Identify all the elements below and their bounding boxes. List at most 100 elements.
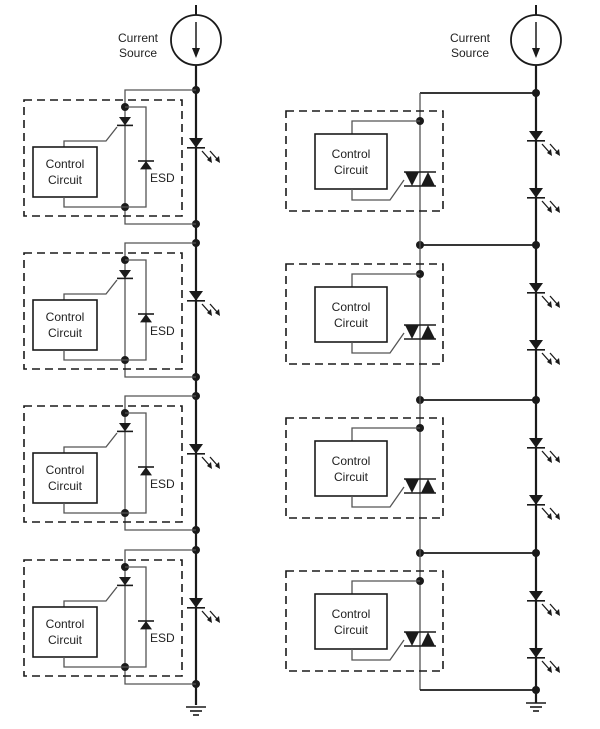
light-arrow-icon	[547, 666, 552, 673]
light-arrow-icon	[555, 456, 560, 463]
gate-wire	[63, 432, 118, 453]
thyristor-icon	[119, 270, 131, 279]
triac-icon	[405, 172, 419, 186]
led-icon	[529, 340, 543, 350]
light-arrow-icon	[547, 609, 552, 616]
bypass-wire	[124, 549, 196, 685]
dashed-module-box	[285, 110, 444, 212]
light-arrow-icon	[555, 301, 560, 308]
control-label-line1: Control	[45, 157, 85, 171]
esd-branch-wire	[125, 106, 147, 208]
control-circuit-box	[314, 440, 388, 497]
led-icon	[189, 444, 203, 454]
control-label-line2: Circuit	[333, 469, 368, 484]
control-label-line2: Circuit	[333, 162, 368, 177]
control-label-line2: Circuit	[47, 479, 82, 493]
junction-dot	[532, 686, 540, 694]
control-label-line2: Circuit	[333, 315, 368, 330]
control-circuit-box	[32, 299, 98, 351]
esd-diode-icon	[140, 161, 152, 170]
control-label-line1: Control	[45, 310, 85, 324]
control-circuit-box	[314, 133, 388, 190]
control-label-line1: Control	[331, 146, 371, 161]
light-arrow-icon	[555, 206, 560, 213]
dashed-module-box	[23, 99, 183, 217]
right-current-source-label: Current Source	[440, 31, 500, 61]
gate-wire	[351, 332, 405, 354]
light-arrow-icon	[207, 156, 212, 163]
light-arrow-icon	[547, 513, 552, 520]
bypass-wire	[124, 89, 196, 225]
gate-wire	[63, 126, 118, 147]
dashed-module-box	[285, 570, 444, 672]
led-icon	[529, 438, 543, 448]
control-label-line1: Control	[331, 453, 371, 468]
control-label-line2: Circuit	[333, 622, 368, 637]
led-icon	[529, 648, 543, 658]
triac-icon	[405, 479, 419, 493]
triac-icon	[421, 325, 435, 339]
light-arrow-icon	[555, 149, 560, 156]
left-source-label-line1: Current	[117, 31, 158, 45]
light-arrow-icon	[547, 358, 552, 365]
light-arrow-icon	[547, 149, 552, 156]
esd-branch-wire	[125, 412, 147, 514]
current-arrow-head	[192, 48, 200, 58]
gate-wire	[351, 179, 405, 201]
control-circuit-box	[314, 593, 388, 650]
light-arrow-icon	[215, 616, 220, 623]
thyristor-icon	[119, 117, 131, 126]
control-supply-wire	[351, 120, 420, 134]
bypass-wire	[124, 395, 196, 531]
dashed-module-box	[23, 252, 183, 370]
control-label-line2: Circuit	[47, 326, 82, 340]
dashed-module-box	[285, 417, 444, 519]
control-label-line1: Control	[331, 299, 371, 314]
esd-branch-wire	[125, 566, 147, 668]
light-arrow-icon	[207, 462, 212, 469]
led-icon	[189, 598, 203, 608]
control-circuit-box	[32, 452, 98, 504]
light-arrow-icon	[215, 462, 220, 469]
control-circuit-box	[32, 606, 98, 658]
control-supply-wire	[351, 427, 420, 441]
control-return-wire	[63, 197, 125, 208]
dashed-module-box	[23, 559, 183, 677]
led-icon	[529, 495, 543, 505]
gate-wire	[351, 639, 405, 661]
control-return-wire	[63, 350, 125, 361]
control-circuit-box	[314, 286, 388, 343]
control-label-line2: Circuit	[47, 173, 82, 187]
gate-wire	[63, 279, 118, 300]
triac-icon	[405, 325, 419, 339]
thyristor-icon	[119, 423, 131, 432]
left-current-source-label: Current Source	[108, 31, 168, 61]
current-arrow-head	[532, 48, 540, 58]
gate-wire	[63, 586, 118, 607]
light-arrow-icon	[547, 456, 552, 463]
gate-wire	[351, 486, 405, 508]
left-source-label-line2: Source	[118, 46, 158, 60]
control-label-line2: Circuit	[47, 633, 82, 647]
thyristor-icon	[119, 577, 131, 586]
control-label-line1: Control	[45, 463, 85, 477]
esd-label: ESD	[150, 631, 175, 645]
control-label-line1: Control	[331, 606, 371, 621]
control-return-wire	[63, 503, 125, 514]
esd-label: ESD	[150, 324, 175, 338]
